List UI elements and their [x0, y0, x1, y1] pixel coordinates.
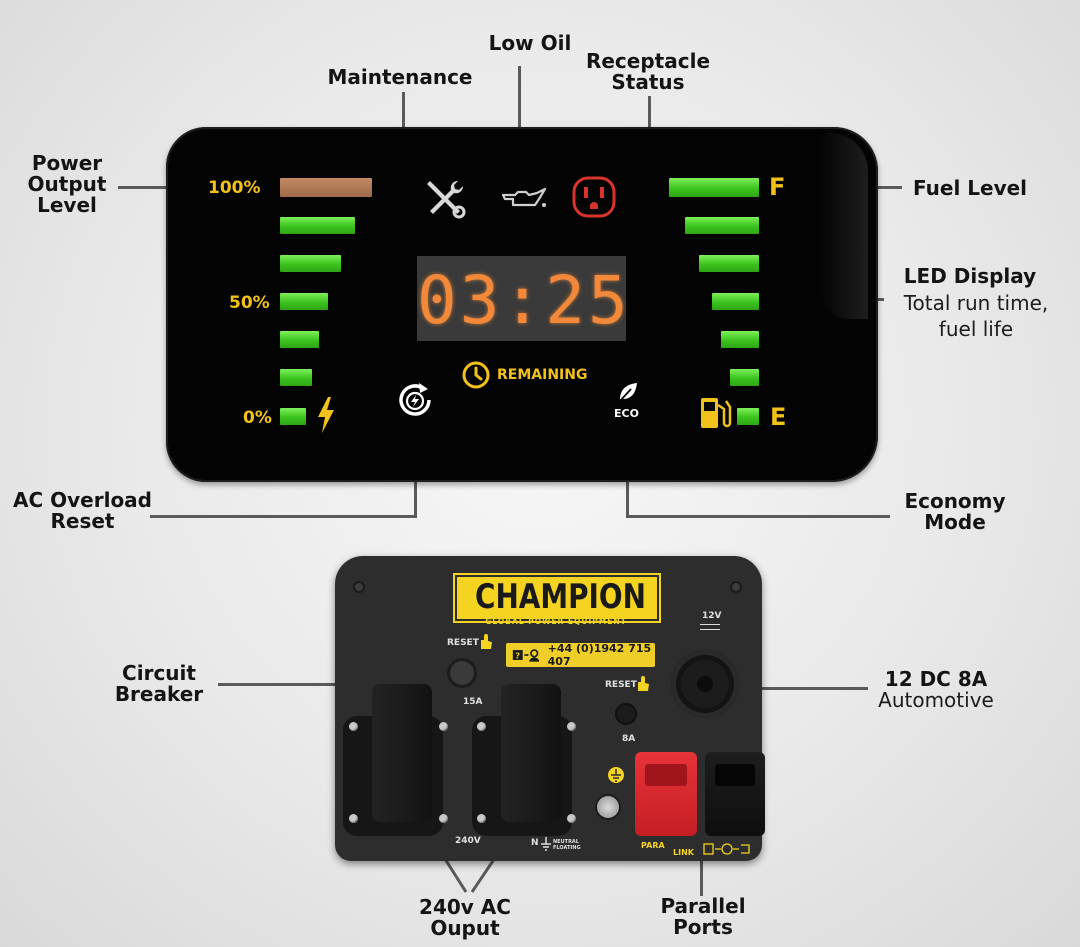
- fuel-bar-6: [730, 369, 759, 386]
- led-display-time: 03:25: [417, 262, 631, 339]
- leader-eco-h: [626, 515, 890, 518]
- dc-12v-socket[interactable]: [671, 650, 739, 718]
- lightning-icon: [318, 397, 334, 433]
- fuel-level-label: Fuel Level: [912, 176, 1028, 200]
- maintenance-icon: [427, 180, 466, 219]
- socket-screw-5: [477, 722, 486, 731]
- fuel-pump-icon: [701, 398, 732, 428]
- parallel-connect-icon: [703, 843, 750, 855]
- dc-voltage-label: 12V: [702, 611, 722, 621]
- leader-ac-overload-h: [150, 515, 417, 518]
- power-bar-2: [280, 217, 355, 234]
- dc-voltage-underline: [700, 624, 720, 630]
- neutral-label: N: [531, 838, 539, 848]
- dc-breaker-button[interactable]: [615, 703, 637, 725]
- fuel-bar-3: [699, 255, 759, 272]
- socket-screw-6: [567, 722, 576, 731]
- circuit-breaker-label: Circuit Breaker: [114, 661, 204, 706]
- dc-output-label: 12 DC 8A: [884, 667, 988, 691]
- eco-leaf-icon: [619, 383, 637, 402]
- clock-icon: [462, 361, 490, 389]
- svg-text:?: ?: [515, 650, 520, 660]
- generator-control-panel: CHAMPION GLOBAL POWER EQUIPMENT RESET ? …: [335, 556, 765, 861]
- paralink-label-2: LINK: [673, 848, 694, 857]
- low-oil-label: Low Oil: [488, 31, 572, 55]
- power-bar-6: [280, 369, 312, 386]
- ground-terminal-bolt[interactable]: [597, 796, 619, 818]
- breaker-rating-label: 15A: [463, 697, 483, 707]
- parallel-port-black-latch: [715, 764, 755, 786]
- help-support-icon: ?: [512, 649, 540, 662]
- fuel-full-letter: F: [769, 173, 786, 201]
- socket-screw-1: [349, 722, 358, 731]
- ac-socket-left-cover[interactable]: [372, 684, 432, 822]
- power-label-0: 0%: [243, 408, 272, 428]
- power-bar-5: [280, 331, 319, 348]
- parallel-port-red[interactable]: [635, 752, 697, 836]
- power-bar-3: [280, 255, 341, 272]
- led-display-label: LED Display: [903, 264, 1037, 288]
- parallel-ports-label: Parallel Ports: [660, 894, 746, 939]
- press-hand-icon-right: [638, 676, 649, 691]
- reset-right-label: RESET: [605, 680, 637, 690]
- paralink-label-1: PARA: [641, 841, 665, 850]
- economy-mode-label: Economy Mode: [904, 489, 1006, 534]
- fuel-bar-2: [685, 217, 759, 234]
- support-phone-number: +44 (0)1942 715 407: [547, 642, 652, 668]
- leader-power-output: [118, 186, 206, 189]
- power-output-level-label: Power Output Level: [27, 151, 107, 217]
- fuel-bar-7: [737, 408, 759, 425]
- ground-terminal-icon: [608, 767, 624, 783]
- dc-socket-center: [697, 676, 713, 692]
- dc-output-sublabel: Automotive: [878, 688, 994, 712]
- socket-screw-8: [567, 814, 576, 823]
- support-phone: ? +44 (0)1942 715 407: [506, 642, 655, 668]
- fuel-bar-5: [721, 331, 759, 348]
- press-hand-icon-left: [481, 634, 492, 649]
- receptacle-status-icon: [572, 176, 616, 218]
- parallel-port-red-latch: [645, 764, 687, 786]
- fuel-empty-letter: E: [770, 403, 787, 431]
- receptacle-status-label: Receptacle Status: [585, 49, 711, 94]
- socket-screw-4: [439, 814, 448, 823]
- ac-overload-reset-icon[interactable]: [395, 380, 435, 420]
- low-oil-icon: [501, 187, 547, 207]
- brand-name: CHAMPION: [475, 577, 646, 617]
- brand-tagline: GLOBAL POWER EQUIPMENT: [485, 617, 627, 626]
- remaining-label: REMAINING: [497, 367, 588, 383]
- parallel-port-black[interactable]: [705, 752, 765, 836]
- remaining-indicator: REMAINING: [461, 360, 587, 390]
- leader-low-oil: [518, 66, 521, 178]
- socket-screw-2: [439, 722, 448, 731]
- control-display-panel: 100% 50% 0% F E 03:25: [166, 127, 878, 482]
- eco-label: ECO: [614, 407, 639, 420]
- neutral-floating-note: NEUTRAL FLOATING: [553, 839, 581, 851]
- ac-overload-reset-label: AC Overload Reset: [13, 488, 152, 533]
- panel-screw-tl: [353, 581, 365, 593]
- maintenance-label: Maintenance: [327, 65, 473, 89]
- power-bar-7: [280, 408, 306, 425]
- ac-voltage-label: 240V: [455, 836, 481, 846]
- brand-logo: CHAMPION: [453, 573, 661, 623]
- fuel-bar-1: [669, 178, 759, 197]
- panel-screw-tr: [730, 581, 742, 593]
- power-label-50: 50%: [229, 293, 270, 313]
- socket-screw-7: [477, 814, 486, 823]
- power-bar-1: [280, 178, 372, 197]
- led-display: 03:25: [417, 256, 631, 341]
- dc-breaker-rating-label: 8A: [622, 734, 636, 744]
- reset-left-label: RESET: [447, 638, 479, 648]
- panel-gloss: [820, 133, 868, 319]
- fuel-bar-4: [712, 293, 759, 310]
- power-label-100: 100%: [208, 178, 261, 198]
- leader-dc-output: [712, 687, 868, 690]
- power-bar-4: [280, 293, 328, 310]
- ac-output-label: 240v AC Ouput: [419, 895, 511, 940]
- circuit-breaker-button[interactable]: [447, 658, 477, 688]
- led-display-sublabel: Total run time, fuel life: [903, 291, 1049, 341]
- ground-symbol-icon: [541, 837, 551, 851]
- socket-screw-3: [349, 814, 358, 823]
- ac-socket-right-cover[interactable]: [501, 684, 561, 822]
